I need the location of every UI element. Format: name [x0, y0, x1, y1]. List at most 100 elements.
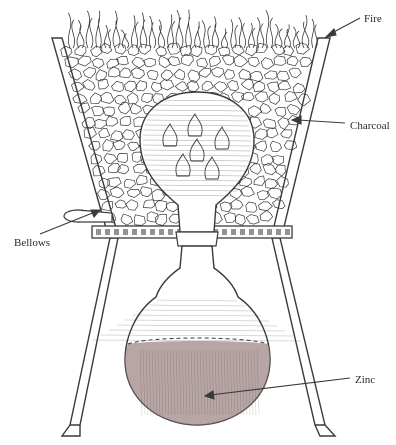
fire-flames [68, 10, 317, 48]
left-stand-leg [70, 238, 118, 425]
charcoal-lump [218, 47, 230, 56]
charcoal-lump [134, 215, 145, 226]
charcoal-lump [260, 103, 271, 113]
charcoal-lump [267, 128, 278, 138]
right-stand-leg [272, 238, 325, 425]
charcoal-lump [117, 153, 128, 162]
charcoal-lump [78, 56, 91, 66]
charcoal-lump [136, 81, 147, 91]
grate-hole [267, 229, 272, 235]
charcoal-lump [253, 81, 265, 92]
grate-hole [285, 229, 290, 235]
charcoal-lump [147, 70, 158, 80]
flame-stroke [266, 10, 273, 48]
charcoal-lump [259, 202, 273, 211]
charcoal-lump [287, 56, 298, 66]
flame-stroke [302, 15, 309, 48]
charcoal-lump [89, 141, 101, 150]
grate-hole [132, 229, 137, 235]
charcoal-lump [122, 130, 134, 140]
charcoal-lump [267, 82, 279, 93]
label-bellows: Bellows [14, 238, 50, 249]
charcoal-lump [277, 71, 290, 81]
flame-stroke [158, 20, 164, 48]
charcoal-arrow [292, 116, 345, 124]
label-zinc: Zinc [355, 375, 375, 386]
charcoal-lump [274, 56, 286, 66]
grate-hole [114, 229, 119, 235]
charcoal-lump [235, 214, 245, 225]
flame-stroke [149, 16, 155, 48]
charcoal-lump [250, 164, 262, 175]
bellows-pipe [64, 210, 112, 222]
flame-stroke [202, 20, 211, 48]
charcoal-lump [174, 69, 185, 80]
charcoal-lump [99, 129, 110, 138]
flame-stroke [131, 15, 138, 48]
charcoal-lump [300, 57, 312, 66]
charcoal-lump [255, 129, 268, 140]
charcoal-lump [111, 131, 123, 141]
charcoal-lump [187, 81, 199, 91]
charcoal-lump [156, 46, 167, 55]
charcoal-lump [275, 107, 286, 116]
grate-hole [141, 229, 146, 235]
charcoal-lump [191, 45, 202, 56]
flame-stroke [239, 17, 246, 48]
charcoal-lump [270, 141, 281, 152]
charcoal-lump [126, 200, 138, 211]
charcoal-lump [202, 81, 213, 91]
charcoal-lump [224, 69, 234, 79]
charcoal-lump [248, 106, 261, 118]
charcoal-lump [101, 92, 114, 103]
flame-stroke [285, 24, 291, 48]
charcoal-lump [106, 116, 118, 126]
grate-hole [96, 229, 101, 235]
grate-hole [222, 229, 227, 235]
charcoal-lump [205, 45, 217, 55]
charcoal-lump [115, 200, 127, 208]
flame-stroke [168, 14, 175, 48]
charcoal-lump [139, 44, 151, 54]
charcoal-lump [278, 81, 291, 90]
charcoal-lump [272, 44, 285, 55]
charcoal-lump [263, 119, 276, 129]
charcoal-lump [222, 55, 233, 66]
charcoal-lump [130, 103, 141, 114]
charcoal-lump [103, 107, 114, 116]
charcoal-lump [91, 93, 102, 104]
charcoal-lump [276, 165, 286, 176]
label-fire: Fire [364, 14, 382, 25]
charcoal-lump [65, 57, 78, 68]
charcoal-lump [257, 191, 268, 200]
flame-stroke [96, 11, 101, 48]
flame-stroke [176, 10, 183, 48]
charcoal-lump [255, 92, 268, 103]
right-foot [315, 425, 335, 436]
flame-stroke [140, 12, 146, 48]
charcoal-lump [167, 44, 181, 55]
charcoal-lump [83, 68, 95, 79]
label-charcoal: Charcoal [350, 121, 390, 132]
charcoal-lump [115, 96, 127, 105]
charcoal-lump [127, 189, 140, 197]
charcoal-lump [211, 67, 224, 77]
charcoal-lump [78, 103, 90, 113]
charcoal-lump [161, 80, 174, 90]
charcoal-lump [199, 68, 211, 77]
charcoal-lump [104, 154, 117, 164]
charcoal-lump [224, 213, 236, 223]
charcoal-lump [112, 81, 124, 91]
grate-hole [105, 229, 110, 235]
charcoal-lump [136, 175, 147, 185]
charcoal-lump [209, 57, 220, 67]
charcoal-lump [141, 187, 153, 197]
fire-arrow [326, 18, 360, 37]
flame-stroke [186, 10, 192, 48]
charcoal-lump [246, 202, 257, 212]
charcoal-lump [293, 83, 305, 93]
charcoal-lump [128, 142, 140, 151]
charcoal-lump [75, 45, 86, 56]
